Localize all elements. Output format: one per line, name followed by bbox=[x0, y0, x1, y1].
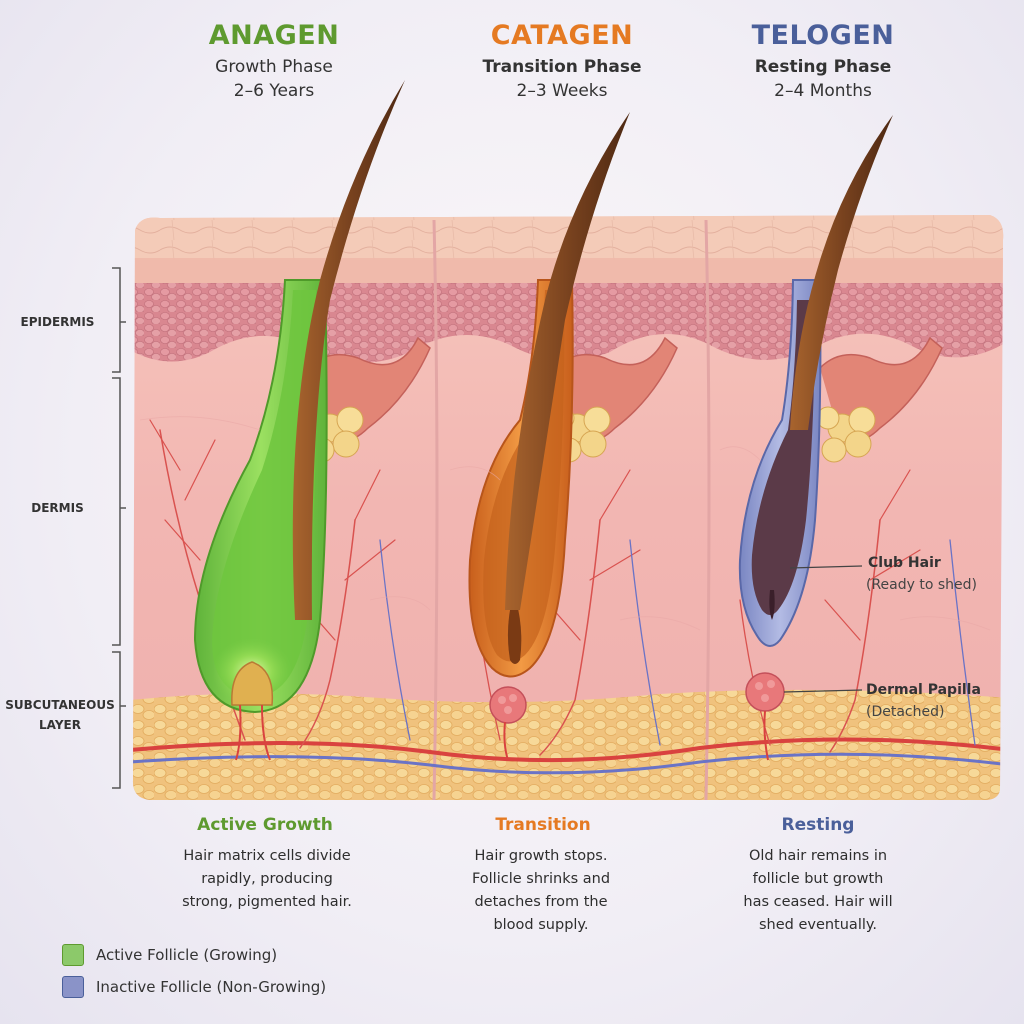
anagen-desc-line: strong, pigmented hair. bbox=[182, 894, 352, 910]
sebaceous-glands bbox=[304, 336, 943, 463]
catagen-desc-line: Follicle shrinks and bbox=[471, 871, 611, 887]
epidermis-label: EPIDERMIS bbox=[20, 315, 95, 329]
subcutaneous-label: SUBCUTANEOUS LAYER bbox=[5, 695, 115, 735]
telogen-title: TELOGEN bbox=[751, 20, 895, 51]
detached-dermal-papilla bbox=[745, 672, 785, 712]
telogen-desc-line: follicle but growth bbox=[752, 871, 884, 887]
telogen-desc-line: shed eventually. bbox=[758, 917, 878, 933]
catagen-desc-line: blood supply. bbox=[493, 917, 589, 933]
blood-vessels bbox=[132, 419, 1004, 775]
telogen-hair-shaft bbox=[790, 115, 893, 430]
dermal-papilla-pointer bbox=[783, 689, 863, 693]
club-hair-subtitle: (Ready to shed) bbox=[866, 577, 978, 593]
callout-lines bbox=[783, 565, 863, 693]
anagen-subtitle: Growth Phase bbox=[215, 57, 333, 77]
telogen-header: TELOGEN Resting Phase 2–4 Months bbox=[703, 20, 943, 101]
catagen-dermal-papilla bbox=[489, 686, 527, 724]
anagen-hair-shaft bbox=[292, 80, 405, 620]
catagen-desc-line: detaches from the bbox=[474, 894, 608, 910]
anagen-header: ANAGEN Growth Phase 2–6 Years bbox=[154, 20, 394, 101]
inactive-follicle-swatch bbox=[62, 976, 84, 998]
catagen-title: CATAGEN bbox=[490, 20, 634, 51]
club-hair-title: Club Hair bbox=[868, 555, 941, 571]
layer-brackets bbox=[112, 267, 126, 789]
catagen-header: CATAGEN Transition Phase 2–3 Weeks bbox=[442, 20, 682, 101]
telogen-subtitle: Resting Phase bbox=[754, 57, 892, 77]
legend-label-active: Active Follicle (Growing) bbox=[96, 946, 278, 964]
catagen-desc-title: Transition bbox=[495, 815, 591, 835]
legend-label-inactive: Inactive Follicle (Non-Growing) bbox=[96, 978, 327, 996]
telogen-desc-line: has ceased. Hair will bbox=[743, 894, 893, 910]
club-hair-pointer bbox=[789, 565, 863, 569]
anagen-duration: 2–6 Years bbox=[233, 81, 315, 101]
catagen-subtitle: Transition Phase bbox=[482, 57, 642, 77]
dermal-papilla-subtitle: (Detached) bbox=[866, 704, 945, 720]
catagen-desc-line: Hair growth stops. bbox=[474, 848, 608, 864]
subcutaneous-fat bbox=[132, 689, 1004, 800]
anagen-title: ANAGEN bbox=[208, 20, 340, 51]
subcutaneous-label-line-1: SUBCUTANEOUS bbox=[5, 698, 115, 712]
anagen-desc-text: Hair matrix cells divide rapidly, produc… bbox=[157, 845, 377, 914]
legend-item-inactive: Inactive Follicle (Non-Growing) bbox=[62, 976, 326, 998]
active-follicle-swatch bbox=[62, 944, 84, 966]
dermis-label: DERMIS bbox=[31, 501, 84, 515]
catagen-duration: 2–3 Weeks bbox=[516, 81, 608, 101]
telogen-desc-title: Resting bbox=[781, 815, 855, 835]
catagen-desc-text: Hair growth stops. Follicle shrinks and … bbox=[431, 845, 651, 937]
anagen-desc-title: Active Growth bbox=[197, 815, 333, 835]
telogen-duration: 2–4 Months bbox=[774, 81, 872, 101]
legend-item-active: Active Follicle (Growing) bbox=[62, 944, 277, 966]
catagen-hair-shaft bbox=[505, 112, 630, 610]
anagen-dermal-papilla bbox=[231, 661, 274, 706]
hair-shafts bbox=[292, 80, 893, 620]
telogen-desc-text: Old hair remains in follicle but growth … bbox=[708, 845, 928, 937]
skin-cross-section bbox=[132, 215, 1004, 800]
dermal-papilla-title: Dermal Papilla bbox=[866, 682, 981, 698]
anagen-follicle bbox=[193, 279, 328, 761]
subcutaneous-label-line-2: LAYER bbox=[39, 718, 81, 732]
telogen-desc-line: Old hair remains in bbox=[748, 848, 888, 864]
anagen-desc-line: Hair matrix cells divide bbox=[183, 848, 351, 864]
anagen-desc-line: rapidly, producing bbox=[201, 871, 333, 887]
